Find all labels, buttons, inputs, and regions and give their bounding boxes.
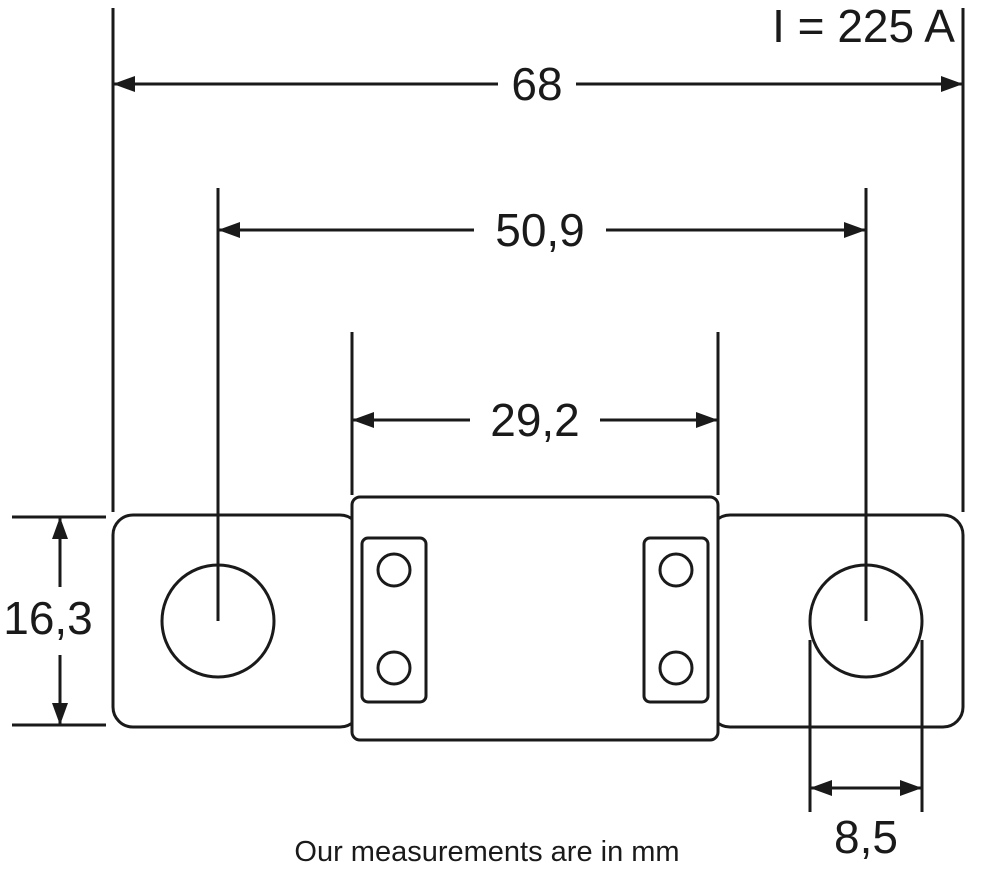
arrowhead-left (113, 76, 135, 92)
dimension-label-hole-spacing: 50,9 (495, 204, 585, 256)
arrowhead-right (900, 780, 922, 796)
dimension-tab-height: 16,3 (3, 515, 106, 727)
dimension-label-tab-height: 16,3 (3, 592, 93, 644)
current-rating-label: I = 225 A (772, 0, 955, 52)
dimension-hole-spacing: 50,9 (216, 188, 868, 621)
arrowhead-left (810, 780, 832, 796)
dimension-label-body-width: 29,2 (490, 394, 580, 446)
arrowhead-right (941, 76, 963, 92)
arrowhead-right (844, 222, 866, 238)
dimension-overall-length: 68 (111, 8, 965, 512)
rivet-bottom-left (376, 650, 412, 686)
arrowhead-top (52, 517, 68, 539)
rivet-bottom-right (658, 650, 694, 686)
rivet-top-right (658, 552, 694, 588)
dimension-body-width: 29,2 (350, 332, 720, 495)
dimension-label-overall-length: 68 (511, 58, 562, 110)
fuse-outline (111, 495, 965, 742)
arrowhead-right (696, 412, 718, 428)
dimension-hole-diameter: 8,5 (808, 640, 924, 863)
fuse-body (350, 495, 720, 742)
dimension-label-hole-diameter: 8,5 (834, 811, 898, 863)
rivet-top-left (376, 552, 412, 588)
arrowhead-left (218, 222, 240, 238)
arrowhead-left (352, 412, 374, 428)
measurement-unit-note: Our measurements are in mm (294, 836, 679, 868)
arrowhead-bottom (52, 703, 68, 725)
